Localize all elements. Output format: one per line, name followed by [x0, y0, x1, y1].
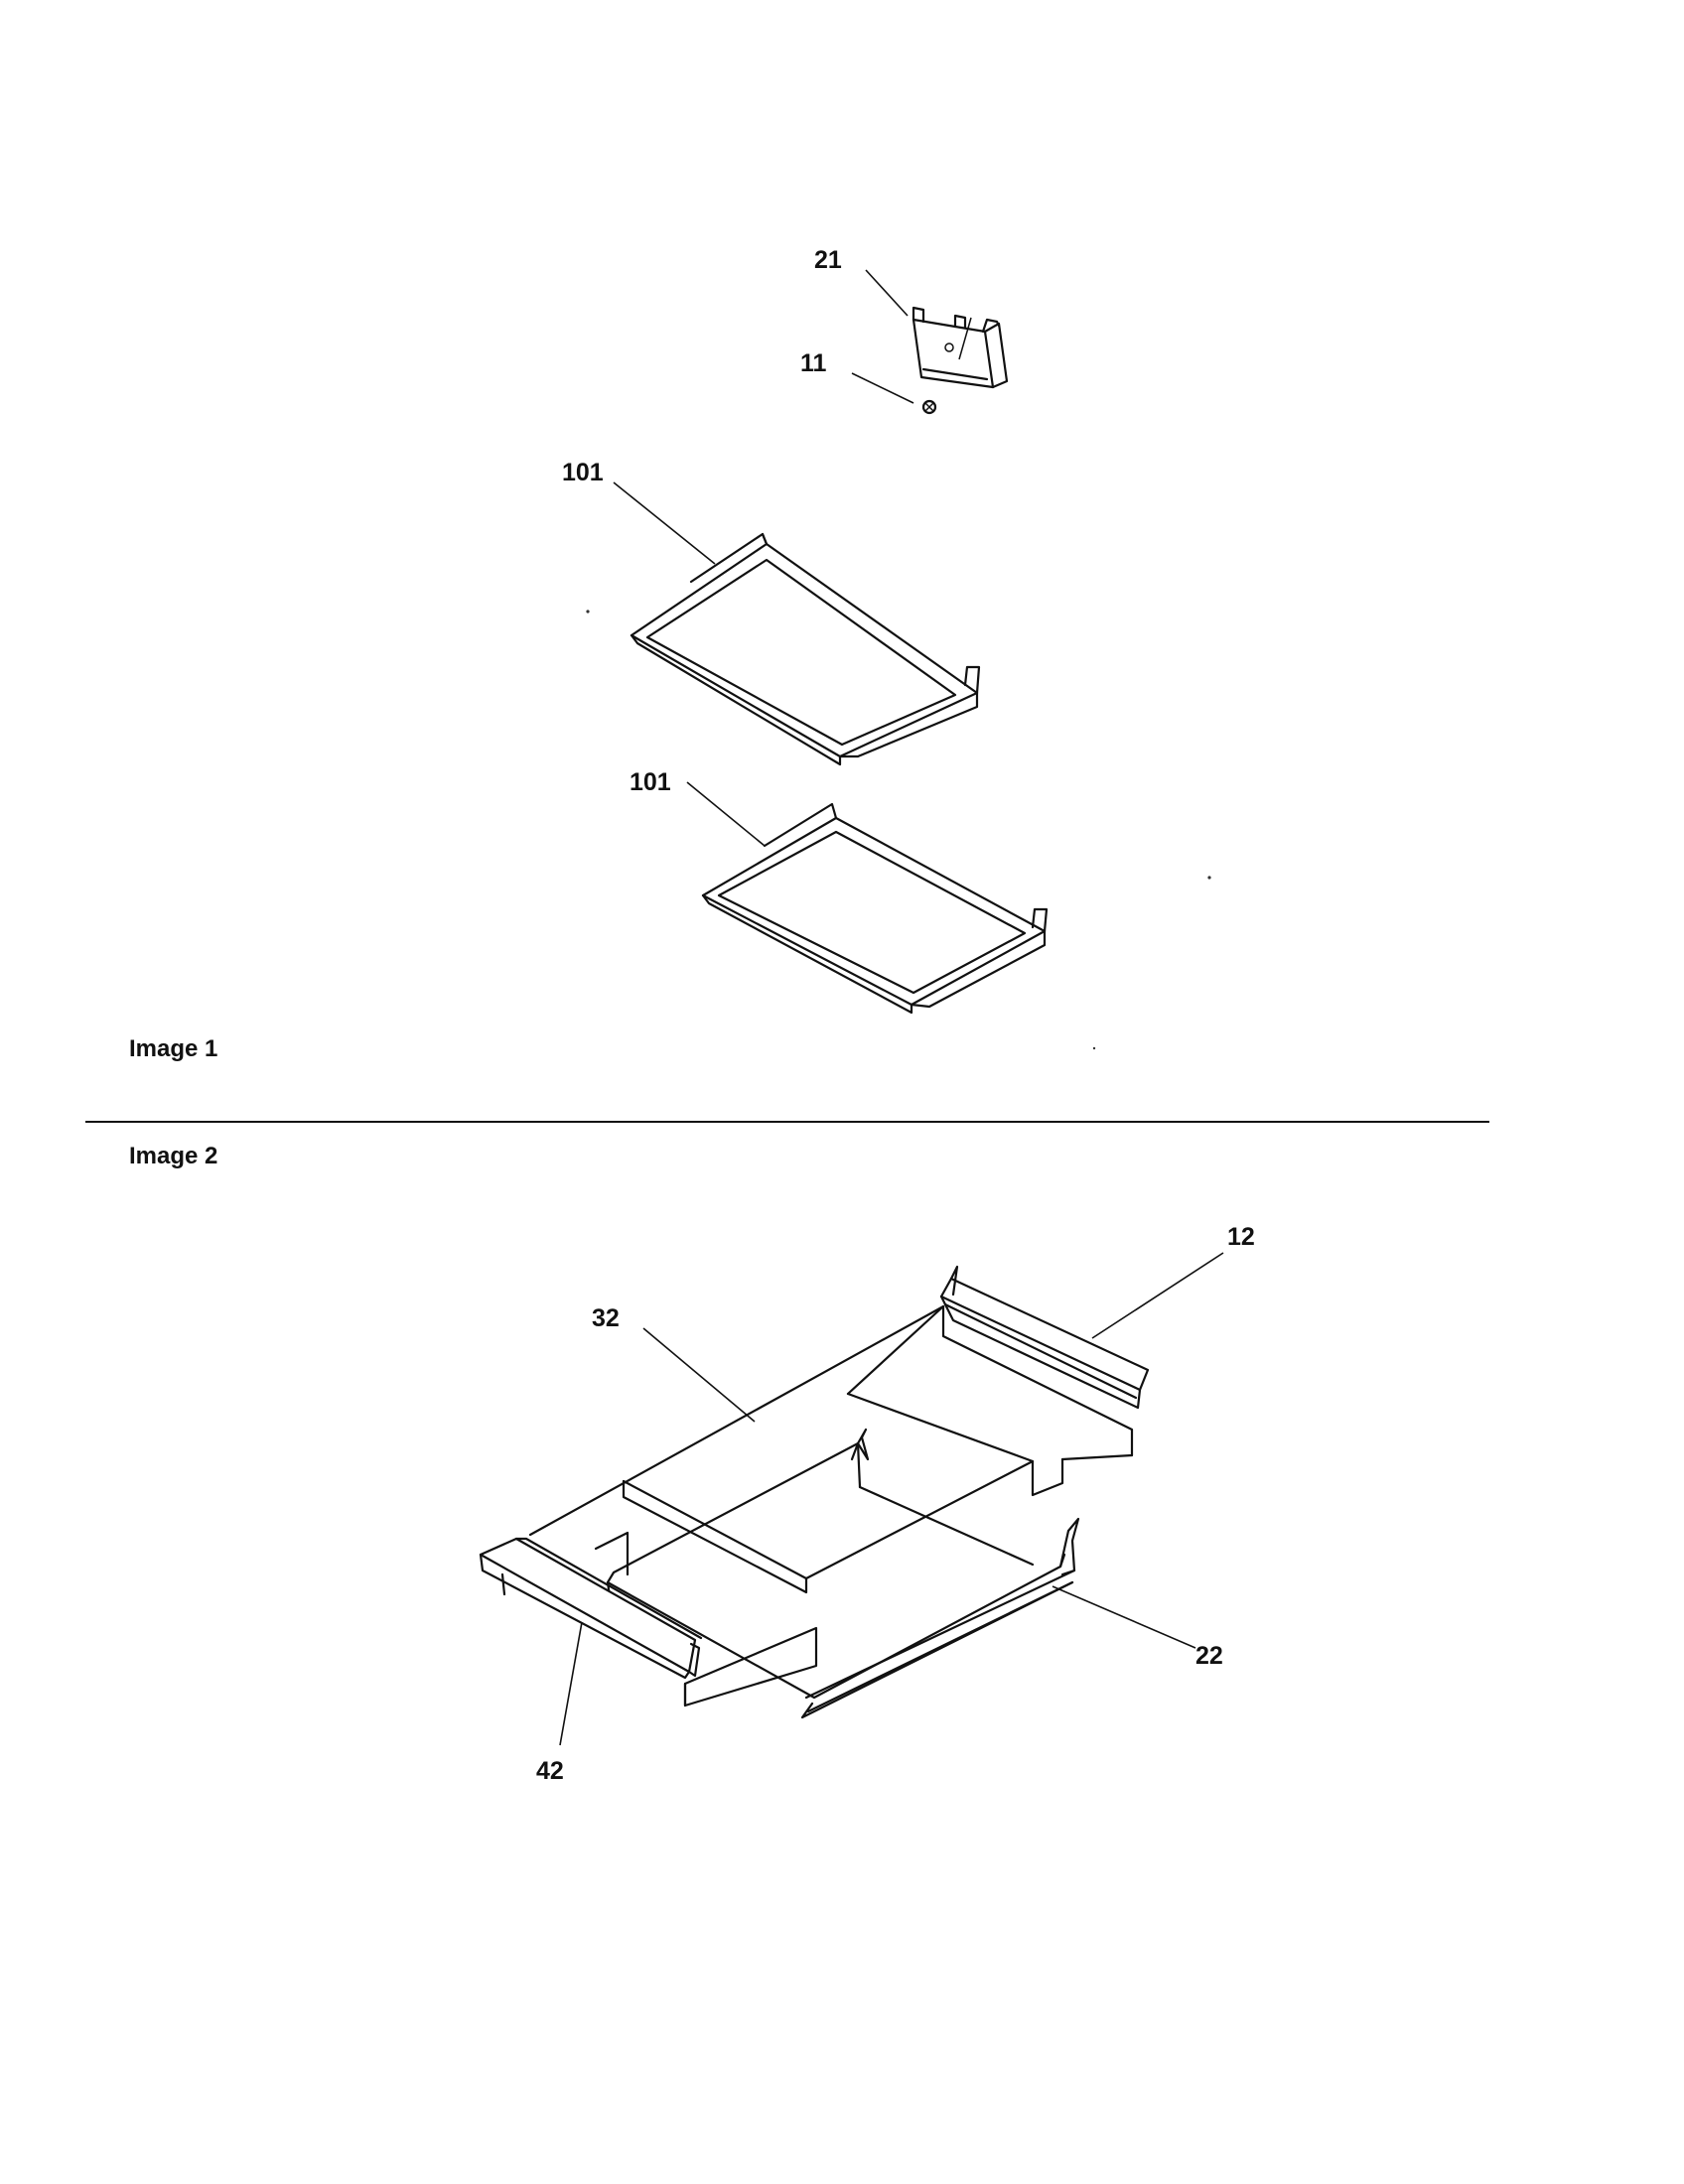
callout-32: 32 — [592, 1304, 620, 1332]
screw-part — [921, 399, 937, 415]
front-trim-part — [479, 1537, 703, 1680]
callout-22: 22 — [1195, 1642, 1223, 1670]
glass-panel-part — [528, 1304, 1134, 1707]
side-rail-part — [606, 1428, 1080, 1719]
shelf-lower-part — [701, 802, 1049, 1015]
callout-101-upper: 101 — [562, 459, 604, 486]
section-label-image-1: Image 1 — [129, 1035, 217, 1062]
bracket-part — [912, 306, 1009, 389]
callout-11: 11 — [800, 349, 827, 377]
shelf-upper-part — [630, 532, 981, 766]
callout-21: 21 — [814, 246, 842, 274]
callout-12: 12 — [1227, 1223, 1255, 1251]
callout-42: 42 — [536, 1757, 564, 1785]
callout-101-lower: 101 — [630, 768, 671, 796]
rear-trim-part — [939, 1265, 1150, 1410]
section-label-image-2: Image 2 — [129, 1143, 217, 1169]
